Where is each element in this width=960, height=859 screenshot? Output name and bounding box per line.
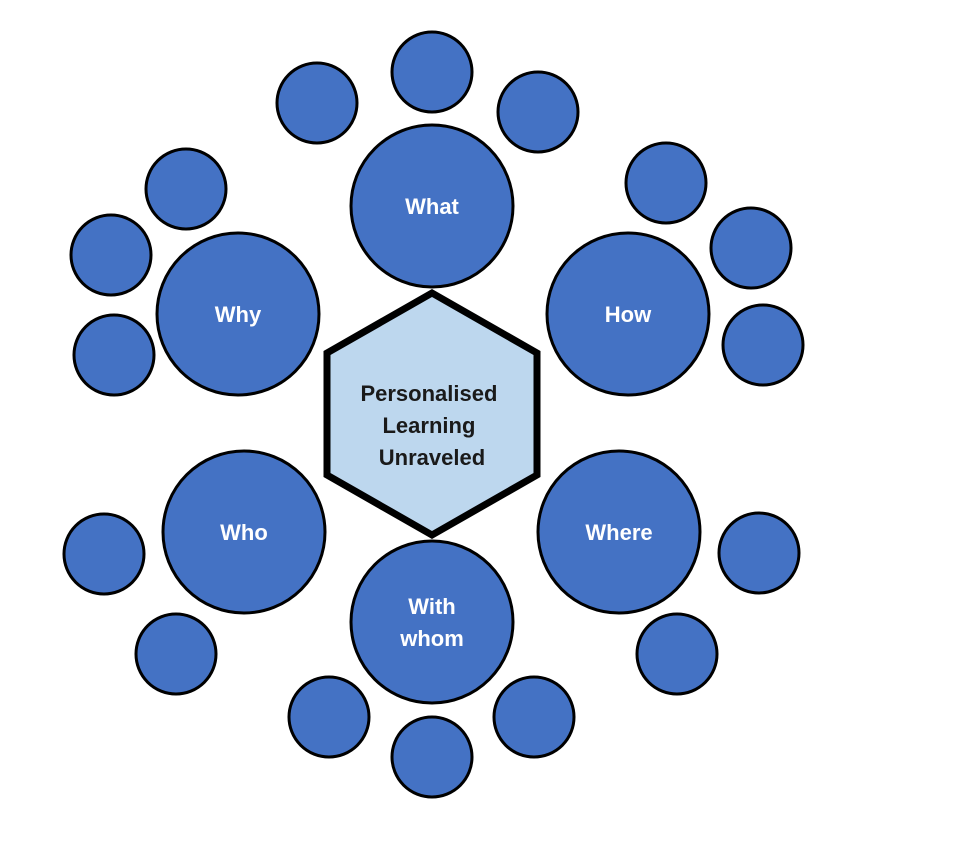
where-hub-label: Where: [585, 520, 652, 545]
where-hub-circle: [536, 449, 702, 615]
with-whom-hub-circle: [349, 539, 515, 705]
why-hub-label-line: Why: [215, 302, 262, 327]
satellite-circles: [62, 30, 805, 799]
how-satellite-circle: [721, 303, 805, 387]
where-satellite-circle: [717, 511, 801, 595]
why-satellite-circle: [72, 313, 156, 397]
who-hub-circle: [161, 449, 327, 615]
why-hub-label: Why: [215, 302, 262, 327]
with-whom-satellite-circle: [492, 675, 576, 759]
how-hub-label: How: [605, 302, 652, 327]
with-whom-hub-label-line: With: [408, 594, 455, 619]
what-satellite-circle: [496, 70, 580, 154]
what-hub-label-line: What: [405, 194, 459, 219]
who-hub-label: Who: [220, 520, 268, 545]
who-satellite-circle: [134, 612, 218, 696]
why-satellite-circle: [69, 213, 153, 297]
center-hexagon-group: Personalised Learning Unraveled: [323, 288, 541, 540]
what-satellite-circle: [275, 61, 359, 145]
how-satellite-circle: [624, 141, 708, 225]
how-hub-label-line: How: [605, 302, 652, 327]
why-satellite-circle: [144, 147, 228, 231]
center-title-line: Unraveled: [379, 445, 485, 470]
where-hub-label-line: Where: [585, 520, 652, 545]
how-hub-circle: [545, 231, 711, 397]
center-title: Personalised Learning Unraveled: [360, 381, 503, 470]
why-hub-circle: [155, 231, 321, 397]
what-hub-circle: [349, 123, 515, 289]
with-whom-hub-label-line: whom: [399, 626, 464, 651]
with-whom-satellite-circle: [390, 715, 474, 799]
center-hexagon: [323, 288, 541, 540]
with-whom-hub-label: With whom: [399, 594, 464, 651]
who-satellite-circle: [62, 512, 146, 596]
center-title-line: Learning: [382, 413, 475, 438]
where-satellite-circle: [635, 612, 719, 696]
center-title-line: Personalised: [360, 381, 497, 406]
how-satellite-circle: [709, 206, 793, 290]
what-satellite-circle: [390, 30, 474, 114]
who-hub-label-line: Who: [220, 520, 268, 545]
with-whom-satellite-circle: [287, 675, 371, 759]
what-hub-label: What: [405, 194, 459, 219]
